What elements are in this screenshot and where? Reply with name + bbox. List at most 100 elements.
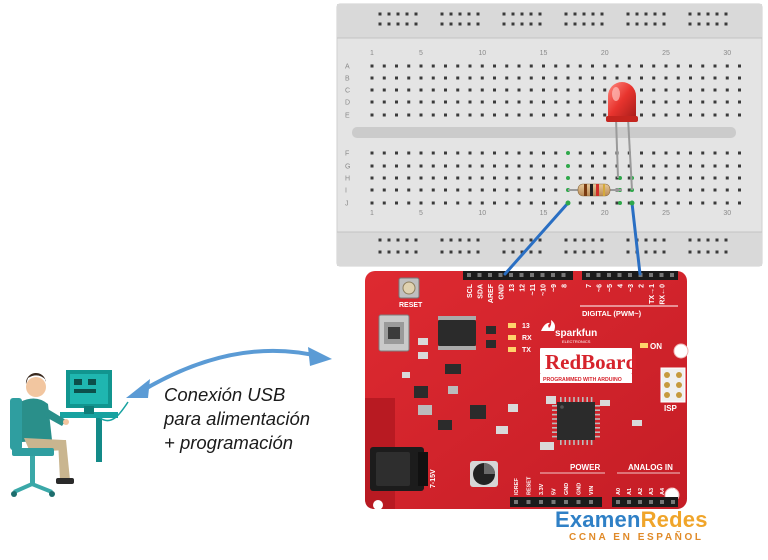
- isp-label: ISP: [664, 404, 678, 413]
- row-letter: E: [345, 113, 350, 120]
- person-at-computer-icon: [10, 370, 129, 497]
- watermark-subtitle: CCNA EN ESPAÑOL: [569, 532, 704, 543]
- red-led: [606, 82, 638, 191]
- row-letter: C: [345, 88, 350, 95]
- power-label: POWER: [570, 463, 600, 472]
- on-label: ON: [650, 342, 662, 351]
- digital-pin-label: SDA: [478, 284, 485, 299]
- digital-label: DIGITAL (PWM~): [582, 309, 642, 318]
- digital-pin-label: ~9: [551, 284, 558, 292]
- digital-pin-label: TX→1: [649, 284, 656, 304]
- power-pin-label: GND: [564, 483, 570, 495]
- redboard-logo-box: [540, 348, 632, 374]
- column-number: 30: [723, 210, 731, 217]
- watermark-part-2: Redes: [640, 507, 708, 532]
- jumper-wires: [503, 201, 642, 276]
- column-number: 1: [370, 210, 374, 217]
- usb-caption: Conexión USB para alimentación + program…: [164, 383, 310, 455]
- row-letter: B: [345, 76, 350, 83]
- digital-pin-label: 8: [562, 284, 569, 288]
- usb-connector: [378, 314, 410, 352]
- power-header: [510, 497, 602, 507]
- analog-pin-label: A3: [649, 488, 655, 495]
- reset-button: [398, 277, 420, 299]
- digital-pin-label: ~3: [628, 284, 635, 292]
- monitor-icon: [66, 370, 112, 414]
- voltage-label: 7-15V: [430, 469, 437, 488]
- column-number: 20: [601, 50, 609, 57]
- column-number: 15: [540, 50, 548, 57]
- row-letter: D: [345, 100, 350, 107]
- wire-gnd: [503, 201, 570, 276]
- column-number: 15: [540, 210, 548, 217]
- wire-pin-3: [630, 201, 642, 276]
- reset-label: RESET: [399, 302, 423, 309]
- row-letter: F: [345, 151, 349, 158]
- analog-pin-label: A0: [616, 488, 622, 495]
- digital-pin-label: 4: [618, 284, 625, 288]
- watermark-title: ExamenRedes: [555, 508, 755, 532]
- power-pin-label: GND: [577, 483, 583, 495]
- power-pin-label: 3.3V: [539, 483, 545, 495]
- resistor: [568, 183, 622, 197]
- row-letter: A: [345, 64, 350, 71]
- analog-label: ANALOG IN: [628, 463, 673, 472]
- column-number: 30: [723, 50, 731, 57]
- column-number: 25: [662, 210, 670, 217]
- column-number: 1: [370, 50, 374, 57]
- usb-connection-arrow: [126, 347, 332, 398]
- digital-pin-label: 12: [520, 284, 527, 292]
- digital-pin-label: ~5: [607, 284, 614, 292]
- microcontroller-chip: [552, 397, 600, 445]
- row-letter: H: [345, 176, 350, 183]
- digital-pin-label: 7: [586, 284, 593, 288]
- led-label-tx: TX: [522, 347, 531, 354]
- usb-serial-chip: [438, 320, 476, 346]
- row-letter: G: [345, 164, 350, 171]
- digital-pin-label: ~10: [541, 284, 548, 296]
- analog-pin-label: A4: [660, 487, 666, 495]
- breadboard-center-channel: [352, 127, 736, 138]
- analog-pin-label: A2: [638, 488, 644, 495]
- column-number: 10: [478, 210, 486, 217]
- row-letter: I: [345, 188, 347, 195]
- analog-header: [612, 497, 678, 507]
- examenredes-watermark: ExamenRedes CCNA EN ESPAÑOL: [555, 508, 755, 544]
- caption-line-2: para alimentación: [164, 408, 311, 429]
- watermark-part-1: Examen: [555, 507, 641, 532]
- digital-header-left: [463, 271, 573, 280]
- digital-pin-label: 2: [639, 284, 646, 288]
- isp-header: [660, 367, 686, 403]
- capacitor: [470, 461, 498, 487]
- power-jack: [370, 447, 428, 491]
- column-number: 5: [419, 50, 423, 57]
- sparkfun-sub: ELECTRONICS: [562, 339, 591, 344]
- board-name: RedBoard: [545, 350, 637, 374]
- led-label-13: 13: [522, 323, 530, 330]
- digital-pin-label: 13: [509, 284, 516, 292]
- digital-pin-label: GND: [499, 284, 506, 300]
- digital-pin-label: AREF: [488, 283, 495, 303]
- board-tagline: PROGRAMMED WITH ARDUINO: [543, 377, 622, 383]
- sparkfun-wordmark: sparkfun: [555, 328, 597, 339]
- digital-pin-label: ~11: [530, 284, 537, 296]
- column-number: 5: [419, 210, 423, 217]
- power-pin-label: VIN: [589, 486, 595, 495]
- analog-pin-label: A1: [627, 488, 633, 495]
- row-letter: J: [345, 201, 349, 208]
- column-number: 25: [662, 50, 670, 57]
- power-pin-label: RESET: [527, 476, 533, 495]
- power-pin-label: 5V: [552, 488, 558, 495]
- led-label-rx: RX: [522, 335, 532, 342]
- power-pin-label: IOREF: [514, 478, 520, 495]
- digital-pin-label: RX←0: [660, 284, 667, 305]
- caption-line-1: Conexión USB: [164, 384, 286, 405]
- sparkfun-logo: sparkfun ELECTRONICS: [541, 320, 597, 344]
